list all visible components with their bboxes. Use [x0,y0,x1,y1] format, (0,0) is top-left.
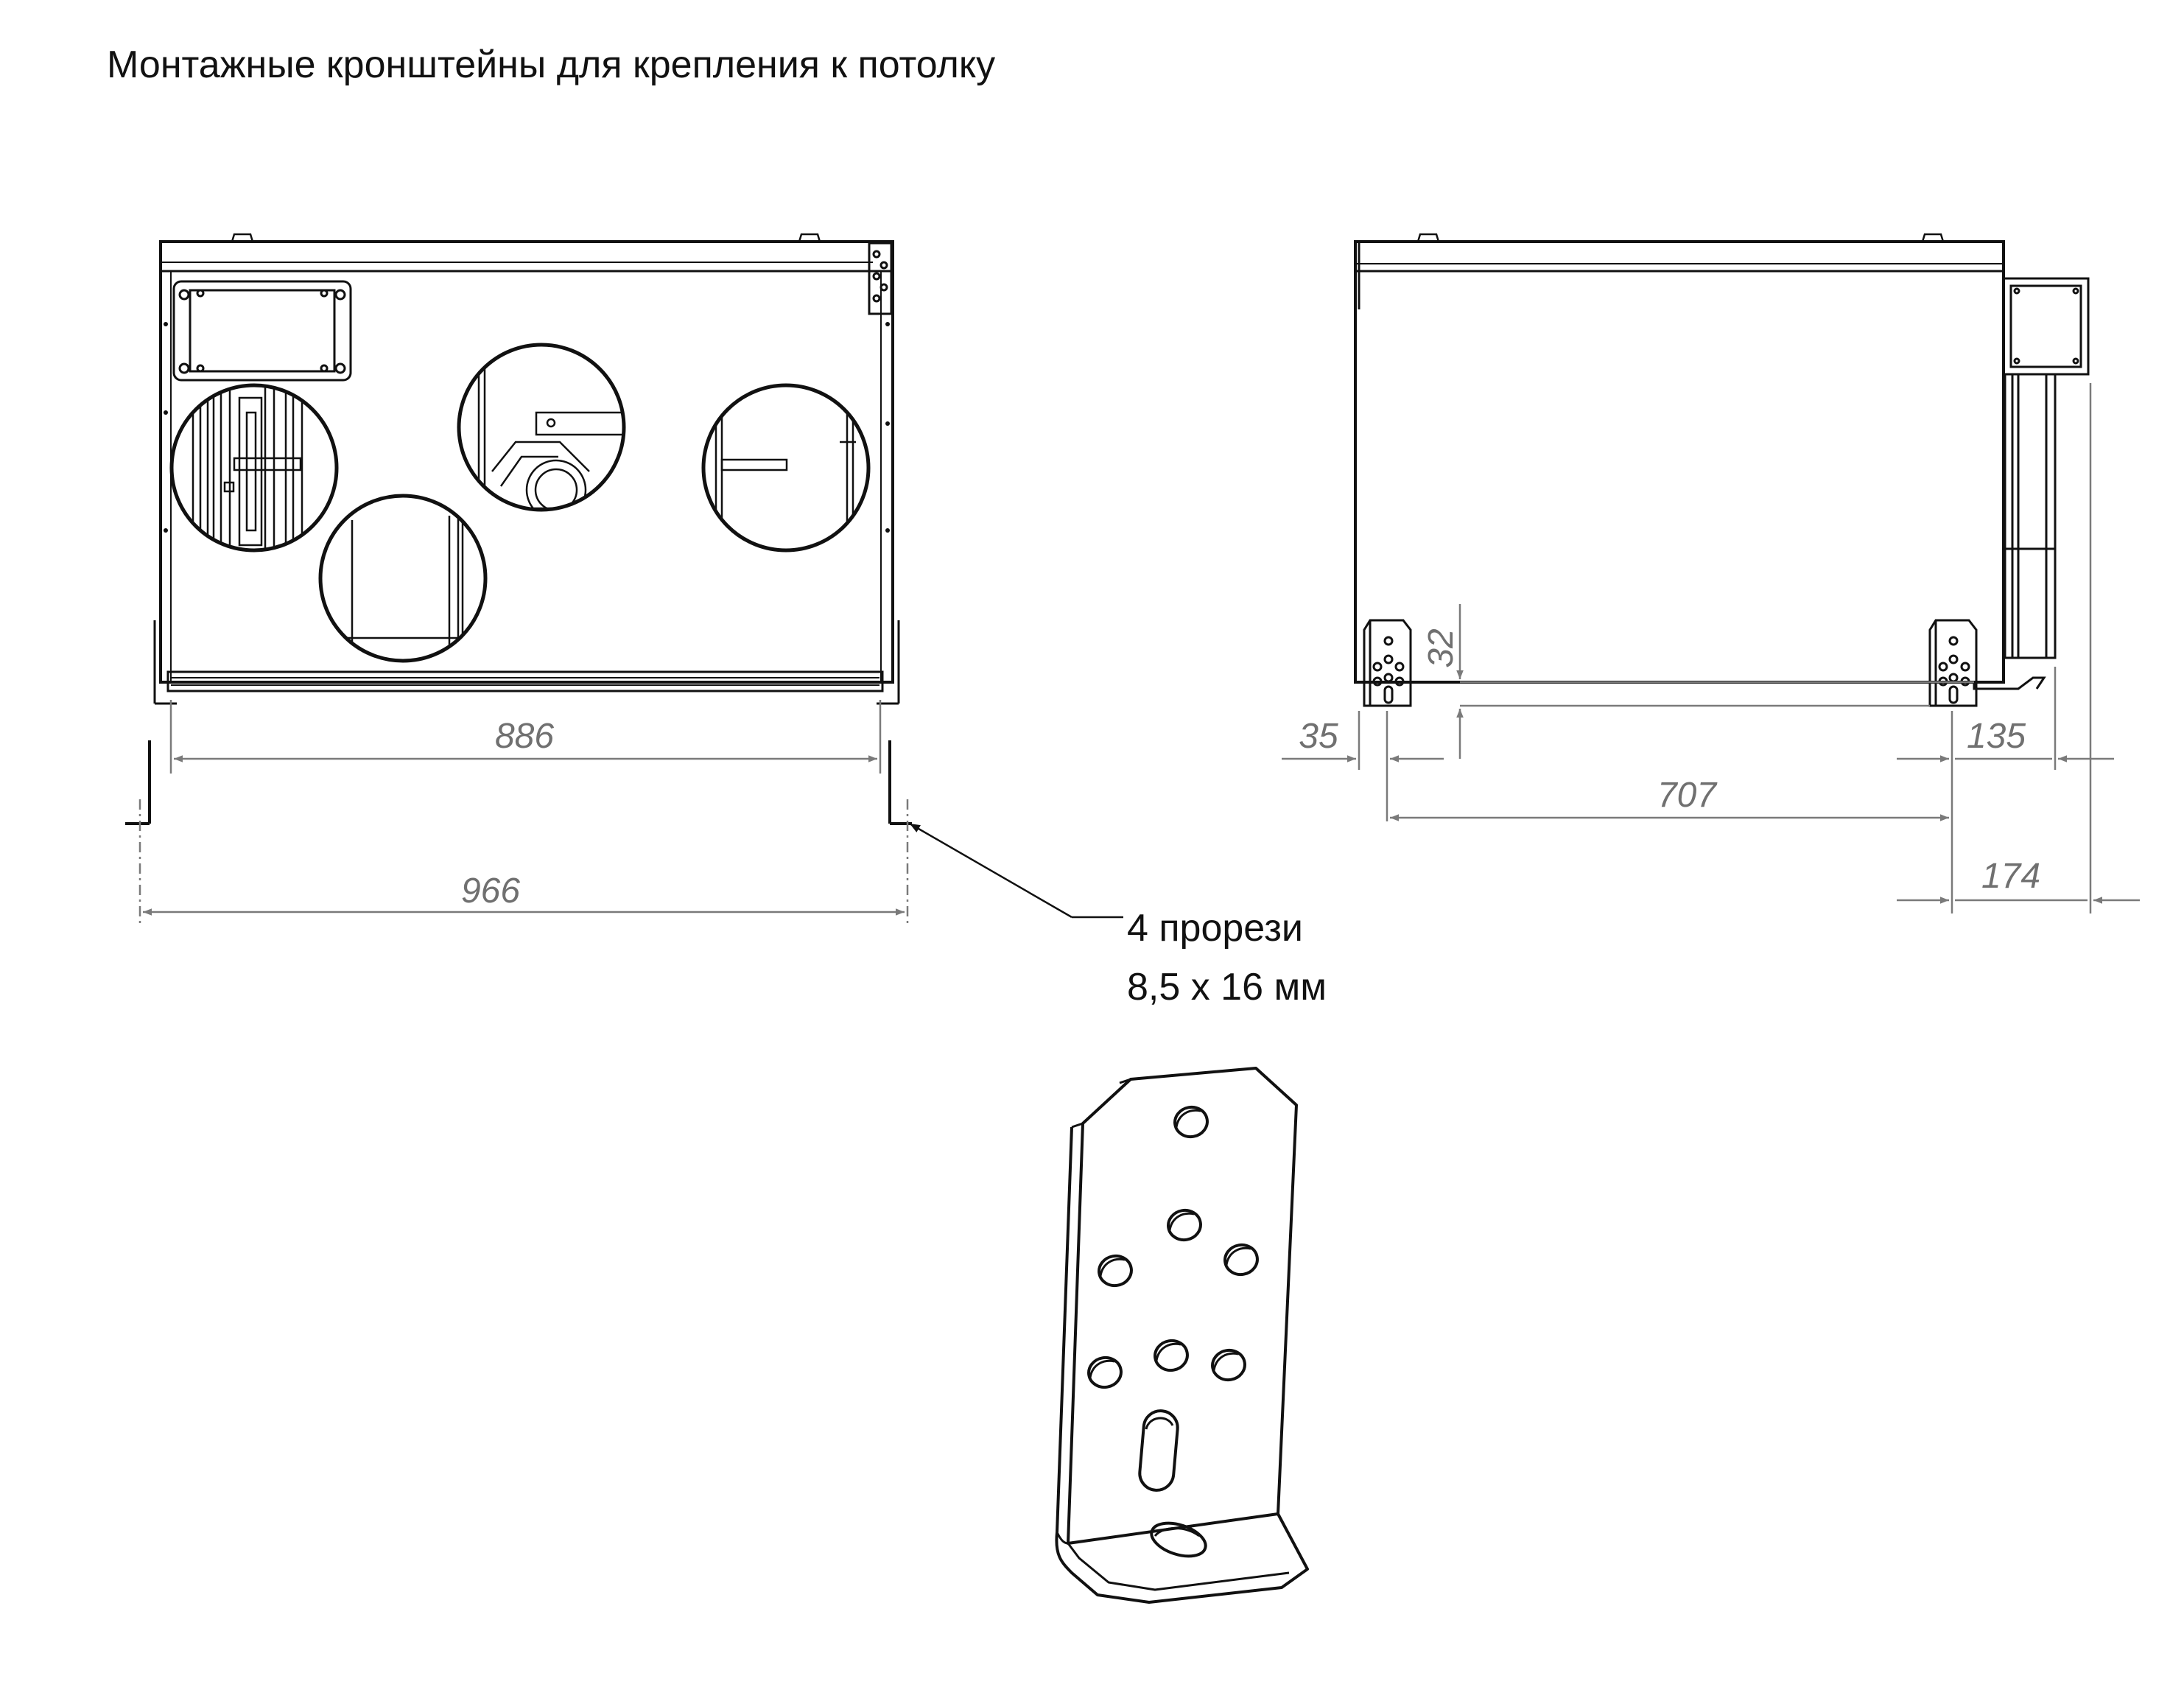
dim-side-32 [1456,604,1974,759]
side-bracket-right [1928,619,1978,707]
side-bracket-left [1363,619,1412,707]
bracket-detail [1055,1067,1309,1604]
slot-callout-line1: 4 прорези [1127,907,1303,950]
dim-label-35: 35 [1299,717,1338,756]
dim-side-174 [1897,383,2140,913]
dim-side-35 [1282,711,1444,821]
duct-opening-2 [318,494,488,663]
page-title: Монтажные кронштейны для крепления к пот… [107,43,996,86]
side-duct-connector [2002,277,2090,659]
dim-label-174: 174 [1981,857,2040,896]
slot-callout-line2: 8,5 x 16 мм [1127,966,1327,1009]
dim-label-966: 966 [461,871,520,911]
front-view: 886 966 [125,233,1123,925]
dim-front-966 [138,799,909,925]
side-housing-outline [1354,240,2005,684]
dim-label-707: 707 [1657,776,1718,815]
bracket-profile-left [125,740,151,825]
dim-label-32: 32 [1422,628,1461,667]
control-box-panel [172,280,352,382]
duct-opening-4 [701,383,871,553]
bracket-vertical-plate [1067,1067,1298,1545]
duct-opening-3 [457,343,626,512]
duct-opening-1 [169,383,339,553]
dim-side-707 [1390,711,1953,913]
side-view: 32 35 707 135 [1282,233,2140,913]
dim-label-886: 886 [495,717,554,756]
dim-side-135 [1897,667,2114,770]
bracket-profile-right [888,740,912,825]
dim-label-135: 135 [1967,717,2026,756]
callout-leader [909,822,1072,919]
dim-front-886 [169,700,882,774]
drain-outlet [1973,676,2046,690]
